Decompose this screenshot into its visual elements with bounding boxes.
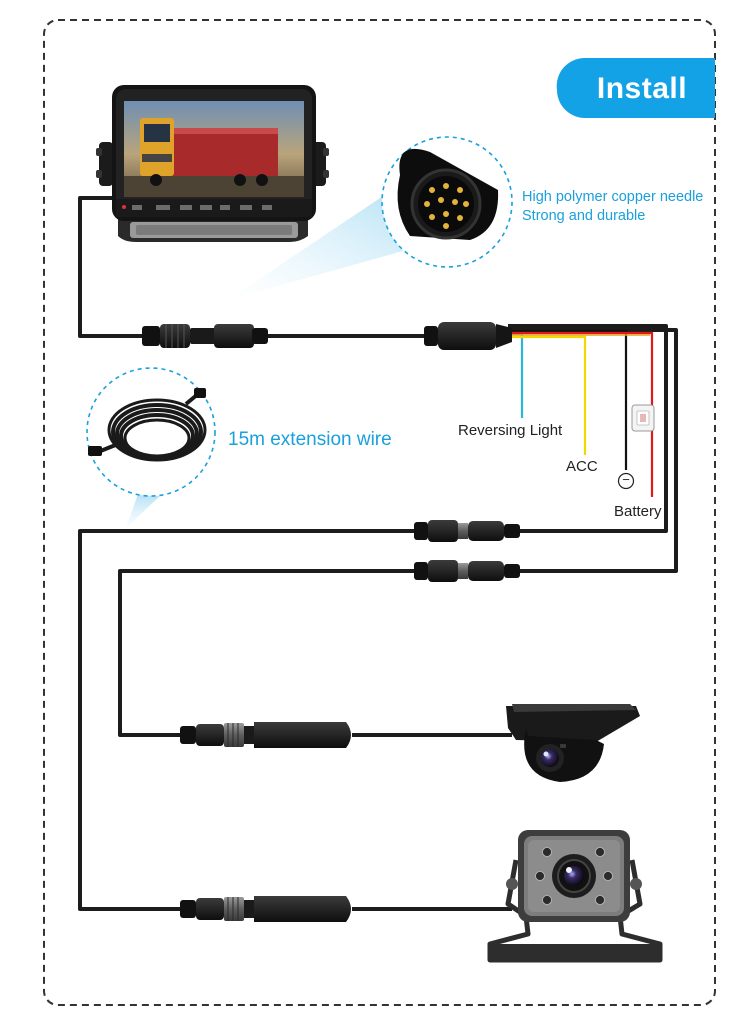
extension-wire-label: 15m extension wire: [228, 429, 392, 450]
connector-note-line2: Strong and durable: [522, 208, 646, 224]
install-title: Install: [596, 72, 688, 105]
power-wires: [508, 329, 654, 497]
install-badge: [556, 57, 715, 118]
coil-callout: [86, 367, 216, 528]
negative-symbol: −: [622, 472, 630, 487]
side-camera-icon: [506, 704, 640, 782]
battery-wire: [508, 331, 654, 497]
reversing-light-label: Reversing Light: [458, 422, 563, 439]
acc-wire: [508, 335, 587, 455]
aviation-connector-icon: [142, 324, 268, 348]
battery-label: Battery: [614, 503, 662, 520]
connector-closeup: [381, 136, 513, 268]
fuse-icon: [631, 404, 655, 432]
acc-label: ACC: [566, 458, 598, 475]
aviation-connector-icon: [424, 322, 512, 350]
connector-note-line1: High polymer copper needle: [522, 189, 704, 205]
reversing-light-wire: [508, 332, 524, 418]
main-cables: [78, 196, 678, 911]
rear-camera-icon: [487, 830, 663, 963]
negative-symbol-circle: [617, 472, 635, 490]
dashed-frame: [43, 19, 716, 1006]
aviation-connector-icon: [414, 560, 520, 582]
callout-beam: [228, 190, 428, 300]
negative-wire: [508, 329, 628, 470]
monitor-icon: [96, 85, 329, 242]
cable-coil-icon: [88, 388, 207, 462]
aviation-connector-icon: [414, 520, 520, 542]
aviation-connector-icon: [180, 896, 351, 922]
aviation-connector-icon: [180, 722, 351, 748]
